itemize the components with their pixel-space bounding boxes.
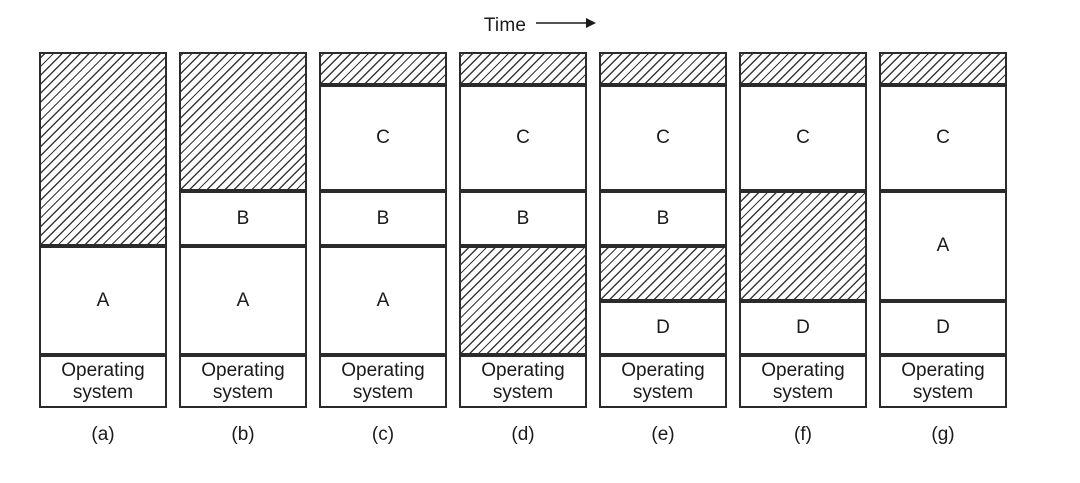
block-label: A [236, 289, 250, 311]
column-caption: (b) [231, 424, 255, 445]
memory-column-d: C B Operating system (d) [459, 0, 587, 483]
column-caption: (c) [371, 424, 395, 445]
memory-column-a: A Operating system (a) [39, 0, 167, 483]
operating-system-block: Operating system [879, 355, 1007, 408]
process-block-c: C [879, 85, 1007, 191]
process-block-a: A [179, 246, 307, 355]
free-memory-block [319, 52, 447, 85]
block-label: Operating system [901, 360, 985, 403]
block-label: D [656, 317, 670, 339]
process-block-a: A [879, 191, 1007, 301]
block-label: C [656, 127, 670, 149]
block-label: C [376, 127, 390, 149]
operating-system-block: Operating system [319, 355, 447, 408]
free-memory-block [739, 191, 867, 301]
right-arrow-icon [536, 16, 597, 35]
block-label: C [936, 127, 950, 149]
memory-column-g: C A D Operating system (g) [879, 0, 1007, 483]
process-block-b: B [599, 191, 727, 246]
block-label: A [936, 235, 950, 257]
block-label: D [936, 317, 950, 339]
block-label: B [376, 207, 390, 229]
block-label: A [96, 289, 110, 311]
operating-system-block: Operating system [599, 355, 727, 408]
process-block-b: B [459, 191, 587, 246]
process-block-c: C [599, 85, 727, 191]
column-caption: (e) [651, 424, 675, 445]
free-memory-block [599, 52, 727, 85]
column-caption: (g) [931, 424, 955, 445]
free-memory-block [179, 52, 307, 191]
process-block-c: C [459, 85, 587, 191]
column-caption: (a) [91, 424, 115, 445]
memory-column-c: C B A Operating system (c) [319, 0, 447, 483]
free-memory-block [459, 246, 587, 355]
block-label: C [796, 127, 810, 149]
block-label: Operating system [341, 360, 425, 403]
process-block-a: A [39, 246, 167, 355]
block-label: Operating system [761, 360, 845, 403]
process-block-d: D [599, 301, 727, 355]
free-memory-block [879, 52, 1007, 85]
block-label: Operating system [621, 360, 705, 403]
process-block-b: B [179, 191, 307, 246]
process-block-b: B [319, 191, 447, 246]
column-caption: (f) [794, 424, 812, 445]
operating-system-block: Operating system [179, 355, 307, 408]
free-memory-block [39, 52, 167, 246]
process-block-c: C [739, 85, 867, 191]
column-caption: (d) [511, 424, 535, 445]
block-label: B [236, 207, 250, 229]
block-label: B [656, 207, 670, 229]
block-label: Operating system [481, 360, 565, 403]
time-axis-label: Time [483, 14, 527, 36]
process-block-a: A [319, 246, 447, 355]
process-block-d: D [879, 301, 1007, 355]
process-block-c: C [319, 85, 447, 191]
block-label: Operating system [201, 360, 285, 403]
process-block-d: D [739, 301, 867, 355]
time-axis-header: Time [0, 10, 1080, 40]
operating-system-block: Operating system [459, 355, 587, 408]
block-label: B [516, 207, 530, 229]
free-memory-block [739, 52, 867, 85]
block-label: C [516, 127, 530, 149]
operating-system-block: Operating system [739, 355, 867, 408]
memory-column-b: B A Operating system (b) [179, 0, 307, 483]
operating-system-block: Operating system [39, 355, 167, 408]
block-label: A [376, 289, 390, 311]
block-label: D [796, 317, 810, 339]
block-label: Operating system [61, 360, 145, 403]
free-memory-block [599, 246, 727, 301]
memory-column-f: C D Operating system (f) [739, 0, 867, 483]
memory-column-e: C B D Operating system (e) [599, 0, 727, 483]
free-memory-block [459, 52, 587, 85]
